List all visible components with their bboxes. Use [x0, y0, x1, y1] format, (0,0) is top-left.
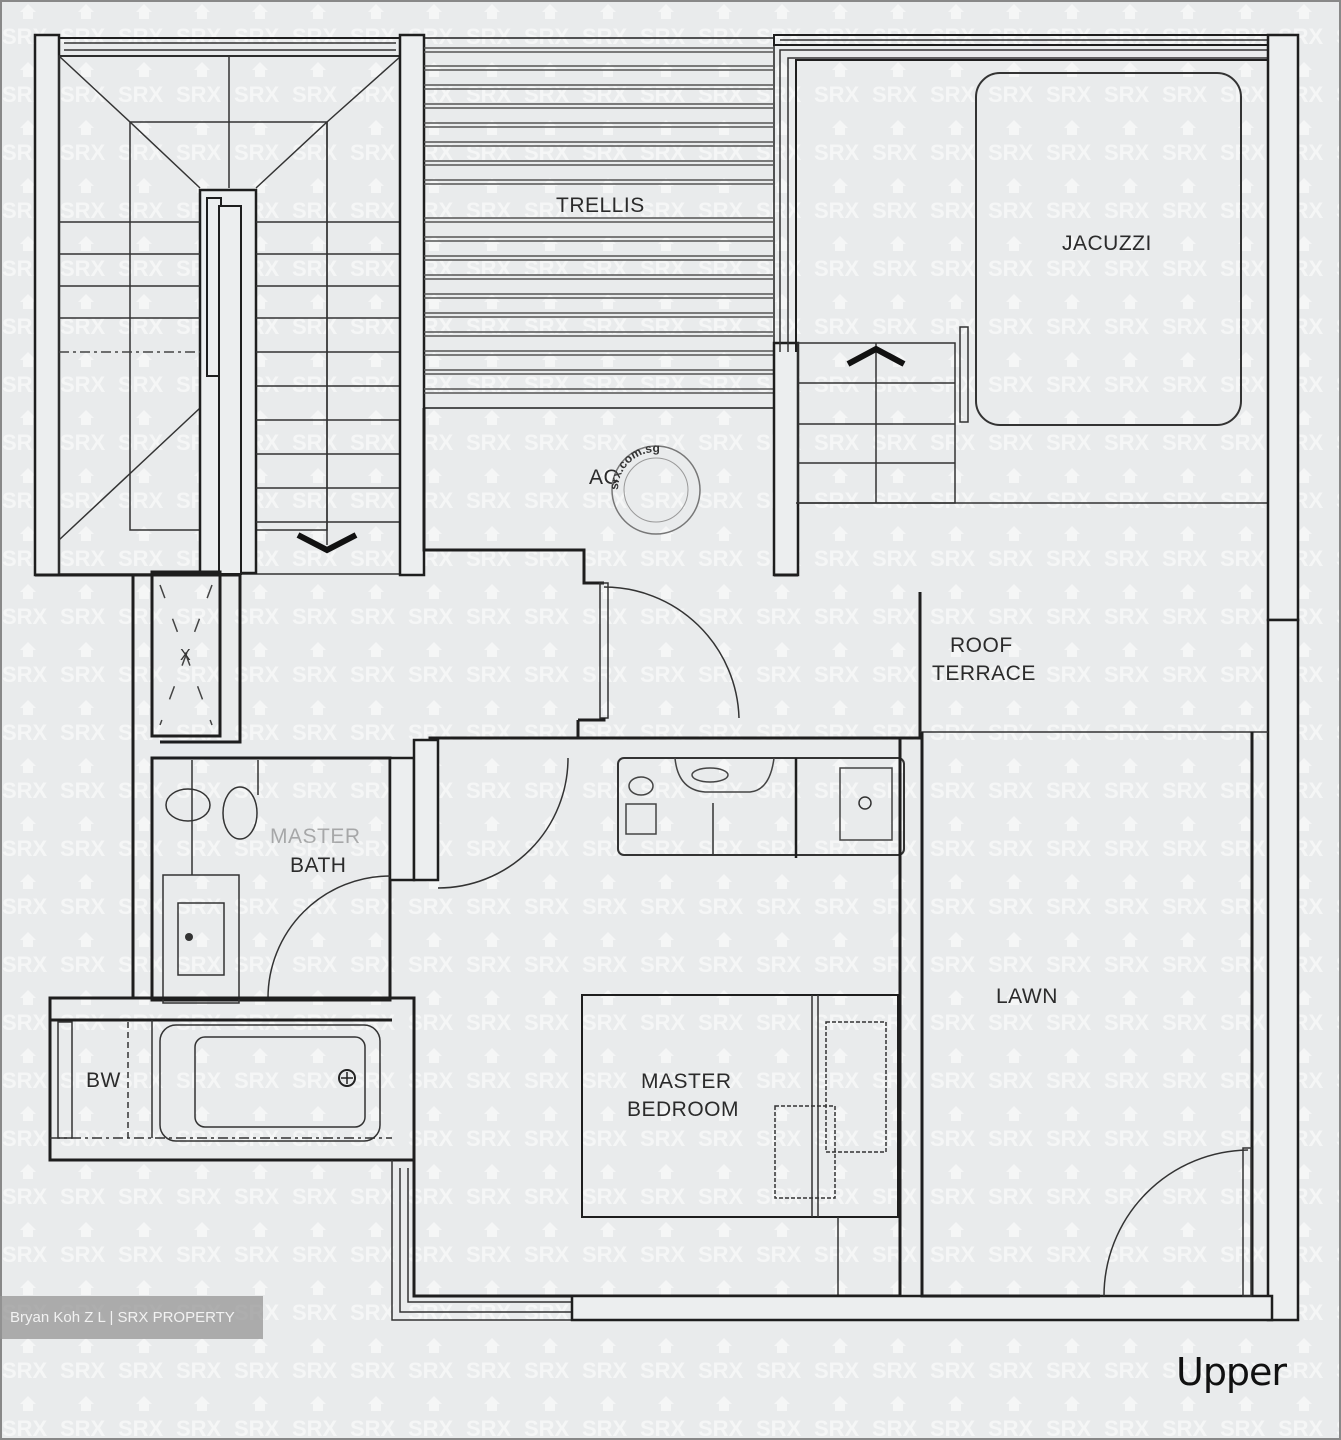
svg-text:BATH: BATH [290, 854, 346, 877]
stair-up-arrow-icon [846, 345, 906, 367]
basin-icon [222, 786, 258, 840]
jacuzzi-label: JACUZZI [1062, 232, 1152, 255]
svg-text:MASTER: MASTER [270, 825, 361, 848]
pillow-icon [825, 1021, 887, 1153]
svg-text:TERRACE: TERRACE [932, 662, 1036, 685]
shaft: X [150, 570, 222, 738]
roof-terrace: ROOF TERRACE [578, 582, 1036, 722]
lawn-label: LAWN [996, 985, 1058, 1008]
svg-text:BEDROOM: BEDROOM [627, 1098, 739, 1121]
trellis-label: TRELLIS [556, 194, 645, 217]
svg-text:ROOF: ROOF [950, 634, 1013, 657]
sink-icon [177, 902, 225, 976]
svg-text:X: X [180, 647, 191, 664]
svg-text:MASTER: MASTER [641, 1070, 732, 1093]
bw-label: BW [86, 1069, 121, 1092]
east-wall [1266, 618, 1300, 1322]
jacuzzi-area: JACUZZI [773, 33, 1300, 622]
ac-label: AC [589, 466, 619, 489]
srx-stamp-icon [611, 445, 701, 535]
staircase [33, 33, 426, 744]
tub-drain-icon [338, 1069, 356, 1087]
master-bath: MASTER BATH BW [48, 756, 416, 1162]
jacuzzi-tub [975, 72, 1242, 426]
agent-credit: Bryan Koh Z L | SRX PROPERTY [0, 1296, 263, 1339]
stair-down-arrow-icon [296, 532, 358, 554]
bathtub [159, 1024, 381, 1142]
trellis-area: TRELLIS [423, 37, 775, 409]
master-bedroom: MASTER BEDROOM [391, 592, 1274, 1322]
lawn: LAWN [920, 732, 1254, 1298]
toilet-icon [165, 788, 211, 822]
ac-ledge: AC srx.com.sg [422, 341, 800, 585]
pillow-icon [774, 1105, 836, 1199]
floor-level-title: Upper [1176, 1350, 1287, 1394]
